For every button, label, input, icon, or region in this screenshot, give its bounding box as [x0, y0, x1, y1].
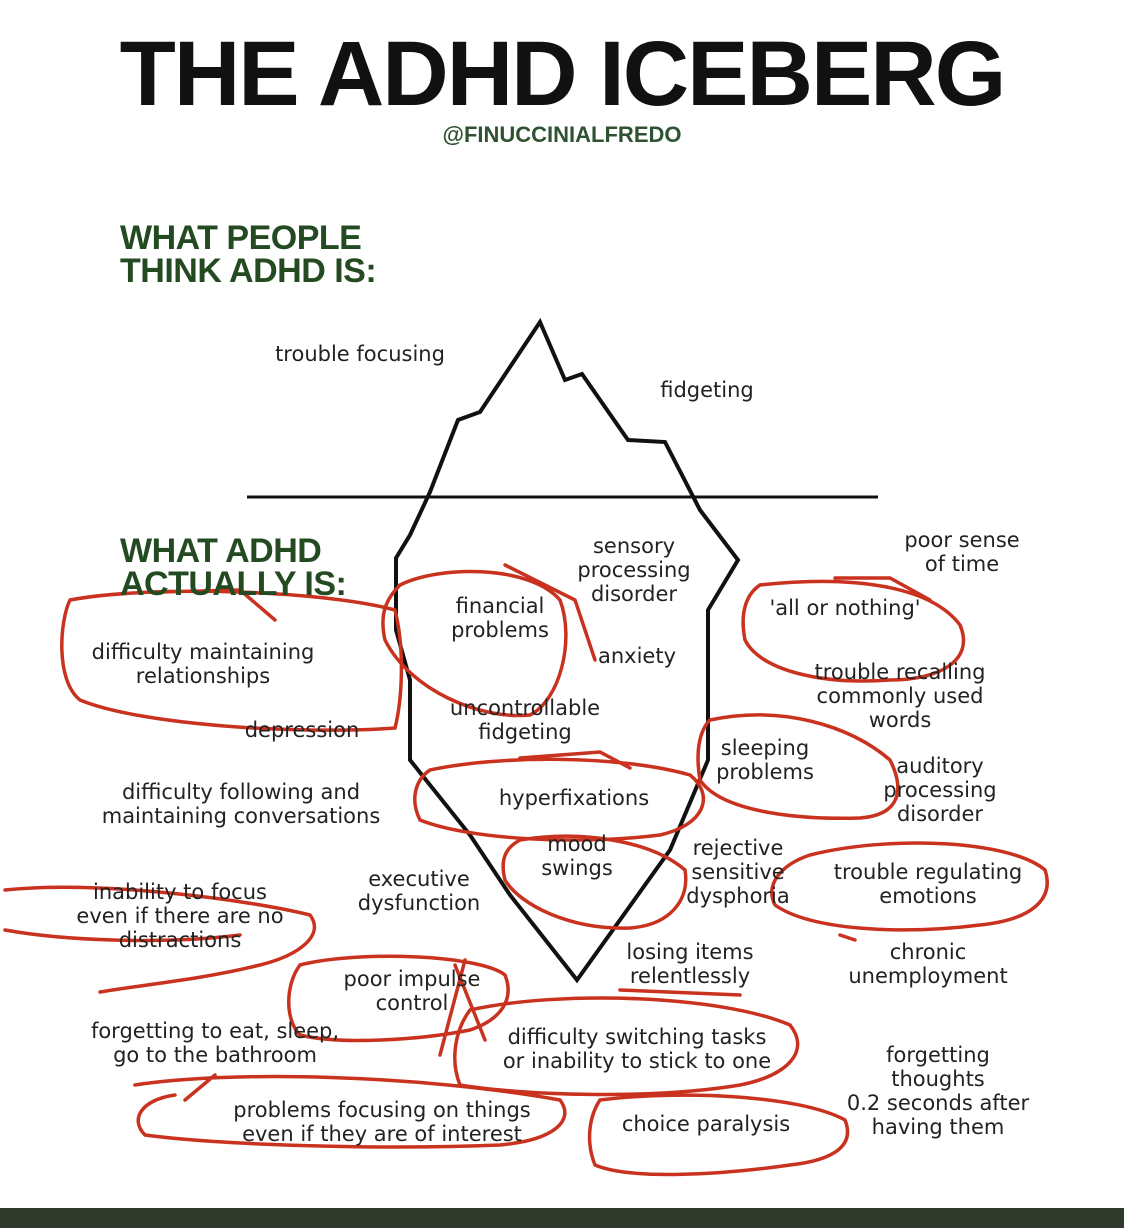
- scribble-sleeping: [696, 713, 900, 820]
- scribble-mood-swings: [501, 834, 688, 930]
- scribble-inability-focus: [3, 885, 317, 994]
- scribble-problems-focusing: [133, 1073, 567, 1149]
- label-losing-items: losing items relentlessly: [626, 940, 754, 988]
- label-forgetting-thoughts: forgetting thoughts 0.2 seconds after ha…: [846, 1043, 1030, 1139]
- red-annotation-scribbles: [3, 563, 1049, 1177]
- label-uncontrollable-fidgeting: uncontrollable fidgeting: [449, 696, 601, 744]
- iceberg-outline: [394, 317, 741, 984]
- scribble-regulating: [770, 841, 1049, 942]
- label-anxiety: anxiety: [597, 644, 677, 668]
- label-impulse: poor impulse control: [343, 967, 481, 1015]
- heading-below: WHAT ADHD ACTUALLY IS:: [120, 532, 347, 603]
- scribble-relationships: [60, 588, 404, 732]
- label-regulating: trouble regulating emotions: [833, 860, 1023, 908]
- label-sleeping: sleeping problems: [716, 736, 814, 784]
- scribble-choice: [587, 1093, 850, 1177]
- label-depression: depression: [244, 718, 360, 742]
- label-recalling-words: trouble recalling commonly used words: [814, 660, 986, 732]
- scribble-impulse: [287, 954, 510, 1057]
- label-choice-paralysis: choice paralysis: [621, 1112, 791, 1136]
- scribble-financial: [381, 563, 597, 718]
- label-hyperfixations: hyperfixations: [498, 786, 650, 810]
- scribble-all-or-nothing: [741, 576, 966, 683]
- scribble-hyperfixations: [413, 750, 706, 842]
- footer-bar: [0, 1208, 1124, 1228]
- label-poor-sense-time: poor sense of time: [904, 528, 1020, 576]
- label-trouble-focusing: trouble focusing: [275, 342, 445, 366]
- label-forgetting-eat: forgetting to eat, sleep, go to the bath…: [90, 1019, 340, 1067]
- label-financial: financial problems: [451, 594, 549, 642]
- label-unemployment: chronic unemployment: [848, 940, 1008, 988]
- author-handle: @FINUCCINIALFREDO: [442, 122, 682, 147]
- label-sensory: sensory processing disorder: [577, 534, 691, 606]
- label-switching: difficulty switching tasks or inability …: [502, 1025, 772, 1073]
- diagram-title: THE ADHD ICEBERG: [119, 23, 1007, 125]
- label-mood-swings: mood swings: [541, 832, 613, 880]
- label-executive: executive dysfunction: [357, 867, 481, 915]
- label-relationships: difficulty maintaining relationships: [91, 640, 315, 688]
- label-problems-focusing: problems focusing on things even if they…: [233, 1098, 531, 1146]
- label-rejective: rejective sensitive dysphoria: [686, 836, 790, 908]
- label-auditory: auditory processing disorder: [883, 754, 997, 826]
- label-fidgeting: fidgeting: [660, 378, 754, 402]
- scribble-switching: [453, 988, 800, 1097]
- label-inability-focus: inability to focus even if there are no …: [76, 880, 284, 952]
- label-conversations: difficulty following and maintaining con…: [101, 780, 381, 828]
- heading-above: WHAT PEOPLE THINK ADHD IS:: [120, 219, 377, 290]
- label-all-or-nothing: 'all or nothing': [769, 596, 921, 620]
